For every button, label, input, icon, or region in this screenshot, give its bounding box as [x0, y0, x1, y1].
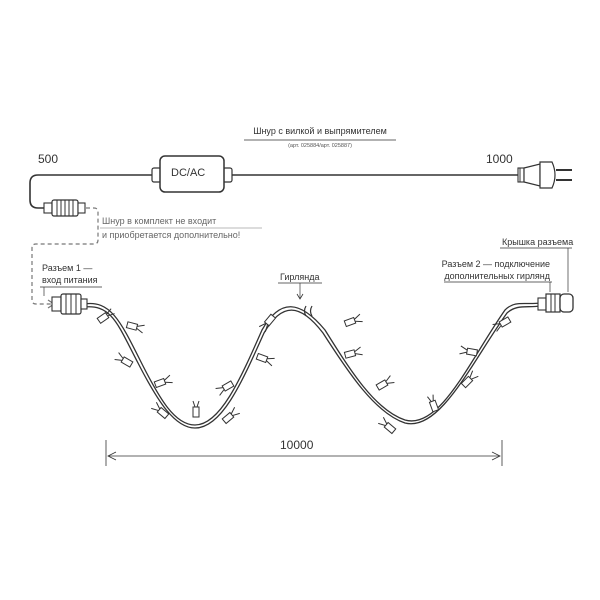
led [459, 345, 479, 357]
led [343, 313, 363, 328]
garland-length: 10000 [280, 438, 314, 452]
note-line2: и приобретается дополнительно! [102, 230, 241, 240]
led [375, 375, 395, 391]
dashed-connection [31, 207, 99, 305]
led [215, 380, 235, 396]
connector1-label-line2: вход питания [42, 275, 98, 285]
led [192, 400, 200, 418]
note-line1: Шнур в комплект не входит [102, 216, 217, 226]
led [125, 321, 145, 334]
cord-left [29, 174, 160, 209]
break-mark [303, 305, 313, 317]
led [221, 406, 240, 425]
garland-label: Гирлянда [280, 272, 320, 282]
led [378, 416, 397, 435]
cord-connector-icon [43, 199, 86, 217]
cord-articles: (арт. 025884/арт. 025887) [288, 143, 352, 149]
plug-icon [517, 161, 572, 189]
led [492, 316, 512, 332]
cord-right-length: 1000 [486, 152, 513, 166]
connector2-label-line1: Разъем 2 — подключение [441, 259, 550, 269]
led-icons [96, 308, 512, 435]
cord-left-length: 500 [38, 152, 59, 166]
connector1-icon [51, 293, 88, 315]
cap-label: Крышка разъема [502, 237, 574, 247]
garland-wire [83, 302, 541, 429]
led [460, 370, 479, 389]
cord-title: Шнур с вилкой и выпрямителем [253, 126, 387, 136]
led [151, 401, 170, 420]
dimension-line [105, 440, 503, 466]
adapter-box [151, 155, 233, 193]
led [343, 346, 363, 359]
led [114, 352, 134, 368]
connector1-label-line1: Разъем 1 — [42, 263, 93, 273]
connector2-icon [537, 293, 574, 313]
led [258, 313, 277, 332]
adapter-label: DC/AC [171, 167, 206, 179]
led [255, 352, 275, 367]
led [427, 394, 440, 413]
connector2-label-line2: дополнительных гирлянд [444, 271, 550, 281]
led [96, 308, 115, 325]
led [153, 374, 173, 389]
